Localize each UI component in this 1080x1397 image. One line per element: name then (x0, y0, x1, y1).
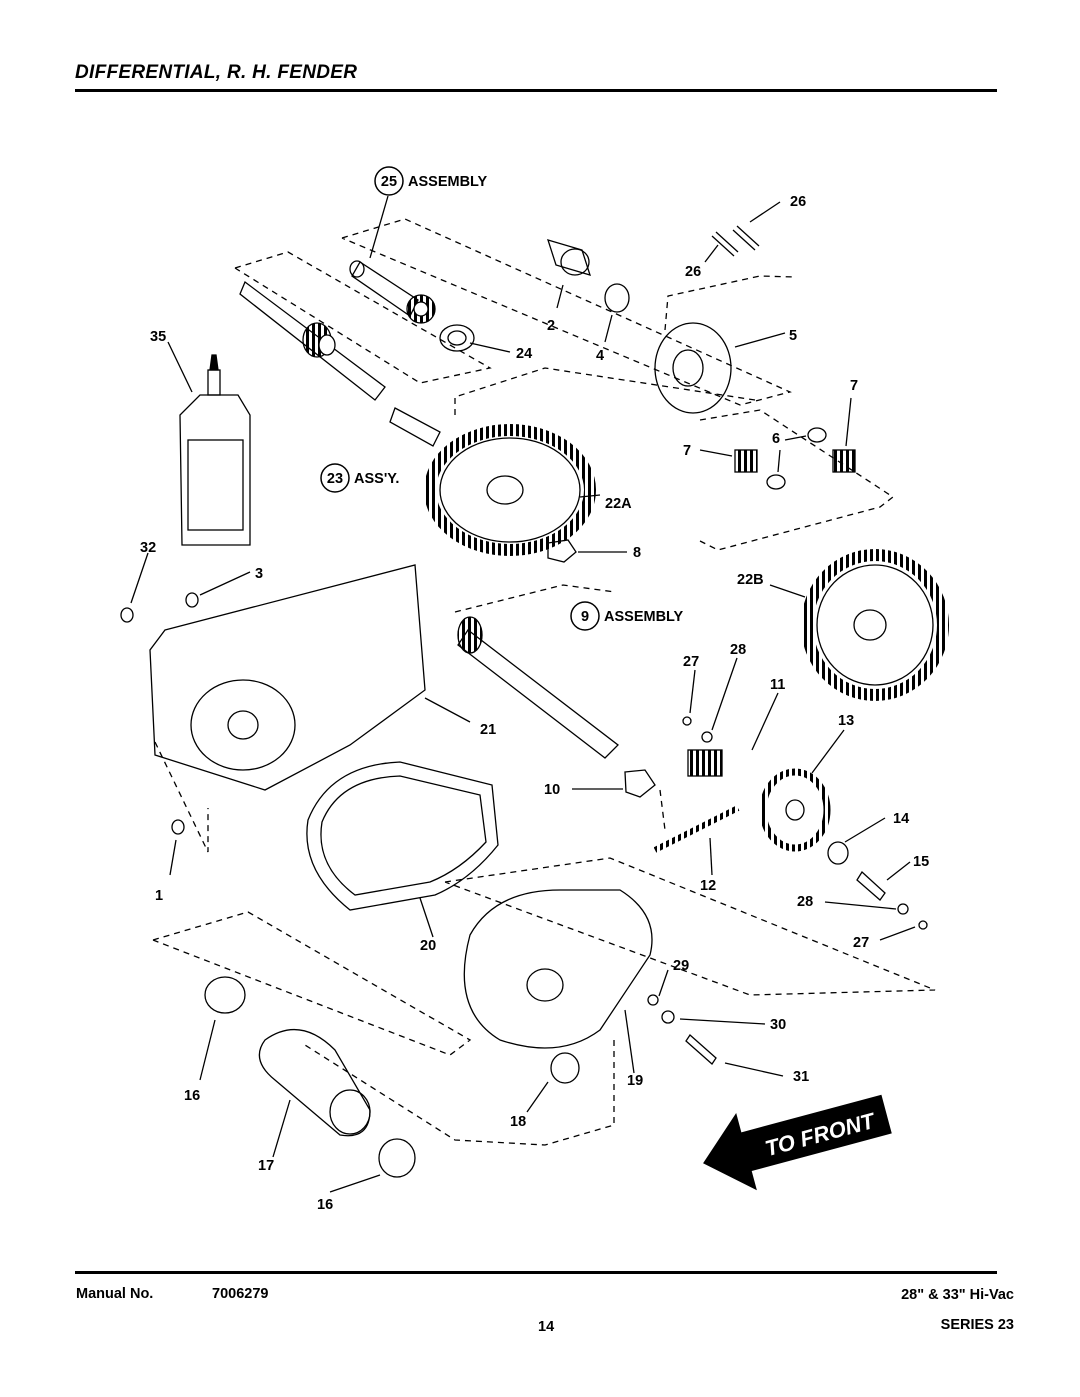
part-20-gasket (306, 761, 499, 911)
label-12: 12 (700, 878, 716, 894)
label-29: 29 (673, 958, 689, 974)
part-28-washer-top (701, 731, 713, 743)
title-divider (75, 89, 997, 92)
callout-9: 9 (581, 609, 589, 625)
part-6-pin-bottom (766, 474, 786, 490)
label-28-lower: 28 (797, 894, 813, 910)
label-22B: 22B (737, 572, 764, 588)
label-31: 31 (793, 1069, 809, 1085)
label-18: 18 (510, 1114, 526, 1130)
callout-circle-9 (570, 601, 600, 631)
label-21: 21 (480, 722, 496, 738)
label-26-lower: 26 (685, 264, 701, 280)
part-9-shaft (457, 616, 619, 759)
part-23-axle (239, 280, 441, 447)
part-18-plug (550, 1052, 580, 1084)
part-7-gear-right (832, 449, 856, 473)
part-35-bottle (179, 354, 251, 546)
callout-25: 25 (381, 174, 397, 190)
series-label: SERIES 23 (940, 1317, 1014, 1333)
label-28-upper: 28 (730, 642, 746, 658)
part-30-washer (661, 1010, 675, 1024)
part-29-washer (647, 994, 659, 1006)
part-27-clip-top (682, 716, 692, 726)
label-5: 5 (789, 328, 797, 344)
label-6: 6 (772, 431, 780, 447)
label-20: 20 (420, 938, 436, 954)
part-27-clip-bottom (918, 920, 928, 930)
label-2: 2 (547, 318, 555, 334)
part-17-boot (258, 1028, 371, 1137)
part-10-washer (624, 769, 656, 798)
label-35: 35 (150, 329, 166, 345)
assembly-dashed-outlines (152, 218, 936, 1146)
label-7-left: 7 (683, 443, 691, 459)
part-8-nut (547, 539, 577, 563)
page-number: 14 (538, 1319, 555, 1335)
label-27-upper: 27 (683, 654, 699, 670)
label-22A: 22A (605, 496, 632, 512)
label-8: 8 (633, 545, 641, 561)
part-15-pin (856, 870, 886, 901)
callout-circle-25 (374, 166, 404, 196)
part-13-sprocket (759, 768, 831, 852)
label-1: 1 (155, 888, 163, 904)
part-11-gear (687, 749, 723, 777)
label-32: 32 (140, 540, 156, 556)
footer-divider (75, 1271, 997, 1274)
part-7-gear-left (734, 449, 758, 473)
part-3-nut (185, 592, 199, 608)
label-26-upper: 26 (790, 194, 806, 210)
label-16-lower: 16 (317, 1197, 333, 1213)
part-16-clamp-top (204, 976, 246, 1014)
part-1-nut (171, 819, 185, 835)
part-12-chain (653, 805, 740, 853)
part-19-cover (463, 889, 653, 1049)
part-31-bolt (685, 1034, 717, 1065)
label-13: 13 (838, 713, 854, 729)
label-16-upper: 16 (184, 1088, 200, 1104)
callout-9-label: ASSEMBLY (604, 609, 684, 625)
part-28-washer-bottom (897, 903, 909, 915)
callout-circle-23 (320, 463, 350, 493)
label-14: 14 (893, 811, 909, 827)
leader-lines (130, 195, 916, 1193)
callout-23: 23 (327, 471, 343, 487)
manual-number: 7006279 (212, 1286, 269, 1302)
label-3: 3 (255, 566, 263, 582)
part-5-plate (654, 322, 732, 414)
label-4: 4 (596, 348, 604, 364)
part-22B-gear (801, 549, 949, 701)
callout-25-label: ASSEMBLY (408, 174, 488, 190)
model-label: 28" & 33" Hi-Vac (901, 1287, 1014, 1303)
label-10: 10 (544, 782, 560, 798)
to-front-arrow: TO FRONT (703, 1094, 892, 1191)
label-11: 11 (770, 677, 785, 693)
part-22A-gear (424, 424, 596, 556)
part-32-nut (120, 607, 134, 623)
label-30: 30 (770, 1017, 786, 1033)
part-24-bushing (439, 324, 475, 352)
label-15: 15 (913, 854, 929, 870)
callout-23-label: ASS'Y. (354, 471, 399, 487)
label-24: 24 (516, 346, 532, 362)
part-2-bearing (547, 239, 591, 276)
part-25-shaft (349, 260, 436, 324)
label-19: 19 (627, 1073, 643, 1089)
part-26-bolts (711, 225, 760, 257)
label-17: 17 (258, 1158, 274, 1174)
label-7-right: 7 (850, 378, 858, 394)
manual-label: Manual No. (76, 1286, 154, 1302)
part-6-pin-top (807, 427, 827, 443)
part-14-clip (827, 841, 849, 865)
label-27-lower: 27 (853, 935, 869, 951)
part-16-clamp-bottom (378, 1138, 416, 1178)
page-title: DIFFERENTIAL, R. H. FENDER (75, 62, 358, 83)
part-21-plate (149, 564, 426, 791)
part-4-washer (604, 283, 630, 313)
